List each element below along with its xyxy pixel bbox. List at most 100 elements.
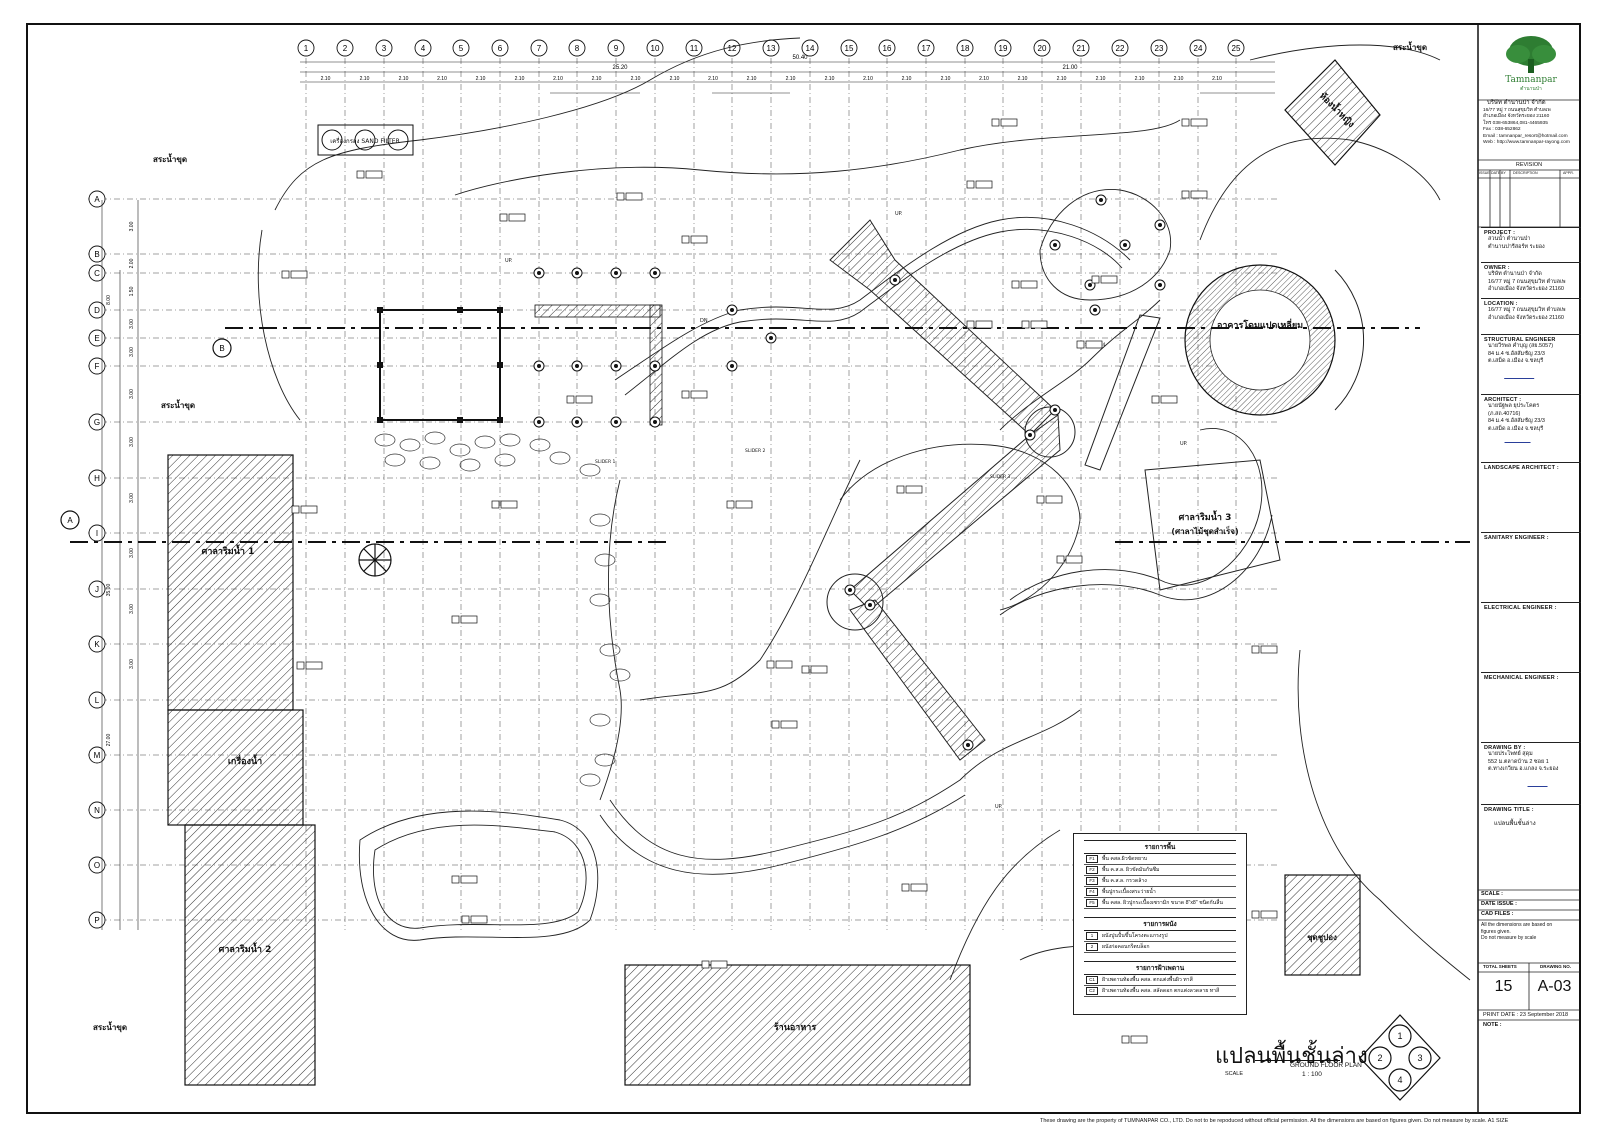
grid-label-col-4: 4 <box>421 44 426 53</box>
level-tag-box-6 <box>991 118 1000 127</box>
drawing-title-label: DRAWING TITLE : <box>1484 807 1534 813</box>
grid-label-row-J: J <box>95 585 99 594</box>
rev-col-by: BY <box>1501 171 1506 175</box>
total-sheets-value: 15 <box>1494 978 1513 995</box>
level-tag-value-2 <box>290 270 308 279</box>
level-tag-box-5 <box>681 235 690 244</box>
column-core-15 <box>730 364 734 368</box>
drawing-title-value: แปลนพื้นชั้นล่าง <box>1494 821 1536 827</box>
row-spacing-4: 3.00 <box>129 319 135 329</box>
level-tag-box-22 <box>801 665 810 674</box>
level-tag-box-23 <box>451 875 460 884</box>
level-tags <box>281 118 1278 1044</box>
total-dimension: 50.40 <box>792 55 808 61</box>
svg-text:B: B <box>219 344 224 353</box>
grid-label-row-K: K <box>94 640 100 649</box>
level-tag-box-3 <box>499 213 508 222</box>
column-core-20 <box>1053 243 1057 247</box>
total-sheets-label: TOTAL SHEETS <box>1483 964 1517 969</box>
octagon-dome-arc <box>1334 269 1365 411</box>
drawing-title-block: DRAWING TITLE : แปลนพื้นชั้นล่าง <box>1481 804 1581 890</box>
grid-label-col-14: 14 <box>806 44 815 53</box>
grid-bubble-row-E <box>88 329 106 347</box>
restroom-building <box>1284 59 1381 166</box>
project-line-1: สวนน้ำ ตำนานป่า <box>1488 236 1531 242</box>
grid-label-col-21: 21 <box>1077 44 1086 53</box>
grid-label-col-13: 13 <box>767 44 776 53</box>
svg-text:UP.: UP. <box>1180 441 1188 447</box>
pump-house-column-7 <box>457 417 463 423</box>
col-spacing-3: 2.10 <box>399 76 409 82</box>
grid-bubble-col-10 <box>646 39 664 57</box>
row-spacing-dims: 3.002.001.503.003.003.003.003.003.003.00… <box>106 221 135 746</box>
level-tag-value-27 <box>1260 910 1278 919</box>
grid-bubble-col-4 <box>414 39 432 57</box>
boulder-14 <box>589 513 611 527</box>
level-tag-box-15 <box>491 500 500 509</box>
grid-bubble-col-6 <box>491 39 509 57</box>
sub-dimension-right: 21.00 <box>1062 65 1078 71</box>
grid-label-row-P: P <box>94 916 99 925</box>
legend-floor-code-3: F3 <box>1086 877 1098 885</box>
level-tag-value-8 <box>975 180 993 189</box>
column-core-2 <box>575 271 579 275</box>
legend-wall-code-2: 2 <box>1086 943 1098 951</box>
pump-house-column-1 <box>377 307 383 313</box>
rev-col-date: DATE <box>1491 171 1501 175</box>
company-fax: Fax : 038-652862 <box>1483 127 1521 132</box>
key-plan-compass <box>1359 1014 1441 1101</box>
section-marker-a <box>60 510 80 530</box>
boulder-16 <box>589 593 611 607</box>
level-tag-box-9 <box>1181 190 1190 199</box>
grid-bubble-col-22 <box>1111 39 1129 57</box>
legend-wall-title: รายการผนัง <box>1084 917 1236 931</box>
level-tag-box-31 <box>1021 320 1030 329</box>
architect-line-3: 84 ม.4 ซ.อัสสัมชัญ 23/3 <box>1488 418 1545 424</box>
level-tag-value-28 <box>1130 1035 1148 1044</box>
grid-bubble-col-9 <box>607 39 625 57</box>
company-email: Email : tamnanpar_resort@hotmail.com <box>1483 133 1568 139</box>
grid-label-col-11: 11 <box>690 44 699 53</box>
grid-bubble-col-18 <box>956 39 974 57</box>
col-spacing-9: 2.10 <box>631 76 641 82</box>
dimension-note-1: All the dimensions are based on <box>1481 922 1553 928</box>
sanitary-block: SANITARY ENGINEER : <box>1481 532 1581 602</box>
col-spacing-24: 2.10 <box>1212 76 1222 82</box>
col-spacing-7: 2.10 <box>553 76 563 82</box>
level-tag-value-34 <box>1100 275 1118 284</box>
overall-dim-2: 35.00 <box>106 584 112 597</box>
column-core-16 <box>1099 198 1103 202</box>
level-tag-box-8 <box>966 180 975 189</box>
column-core-8 <box>653 364 657 368</box>
level-tag-box-14 <box>566 395 575 404</box>
svg-text:ร้านอาหาร: ร้านอาหาร <box>774 1022 816 1033</box>
grid-bubble-col-17 <box>917 39 935 57</box>
legend-floor-text-4: พื้นปูกระเบื้องสระว่ายน้ำ <box>1102 889 1156 895</box>
grid-bubble-row-D <box>88 301 106 319</box>
col-spacing-13: 2.10 <box>786 76 796 82</box>
col-spacing-12: 2.10 <box>747 76 757 82</box>
overall-dim-1: 8.00 <box>106 295 112 305</box>
row-spacing-8: 3.00 <box>129 493 135 503</box>
level-tag-box-2 <box>281 270 290 279</box>
grid-label-row-G: G <box>94 418 100 427</box>
grid-label-col-19: 19 <box>999 44 1008 53</box>
col-spacing-23: 2.10 <box>1174 76 1184 82</box>
sala-2-building <box>184 824 316 1086</box>
level-tag-value-15 <box>500 500 518 509</box>
legend-floor-code-4: F4 <box>1086 888 1098 896</box>
col-spacing-1: 2.10 <box>321 76 331 82</box>
slide-landing-1 <box>1024 406 1076 458</box>
grid-bubble-col-16 <box>878 39 896 57</box>
grid-label-row-B: B <box>94 250 99 259</box>
column-core-11 <box>614 420 618 424</box>
column-core-28 <box>848 588 852 592</box>
pump-house-column-5 <box>497 362 503 368</box>
grid-label-row-H: H <box>94 474 100 483</box>
